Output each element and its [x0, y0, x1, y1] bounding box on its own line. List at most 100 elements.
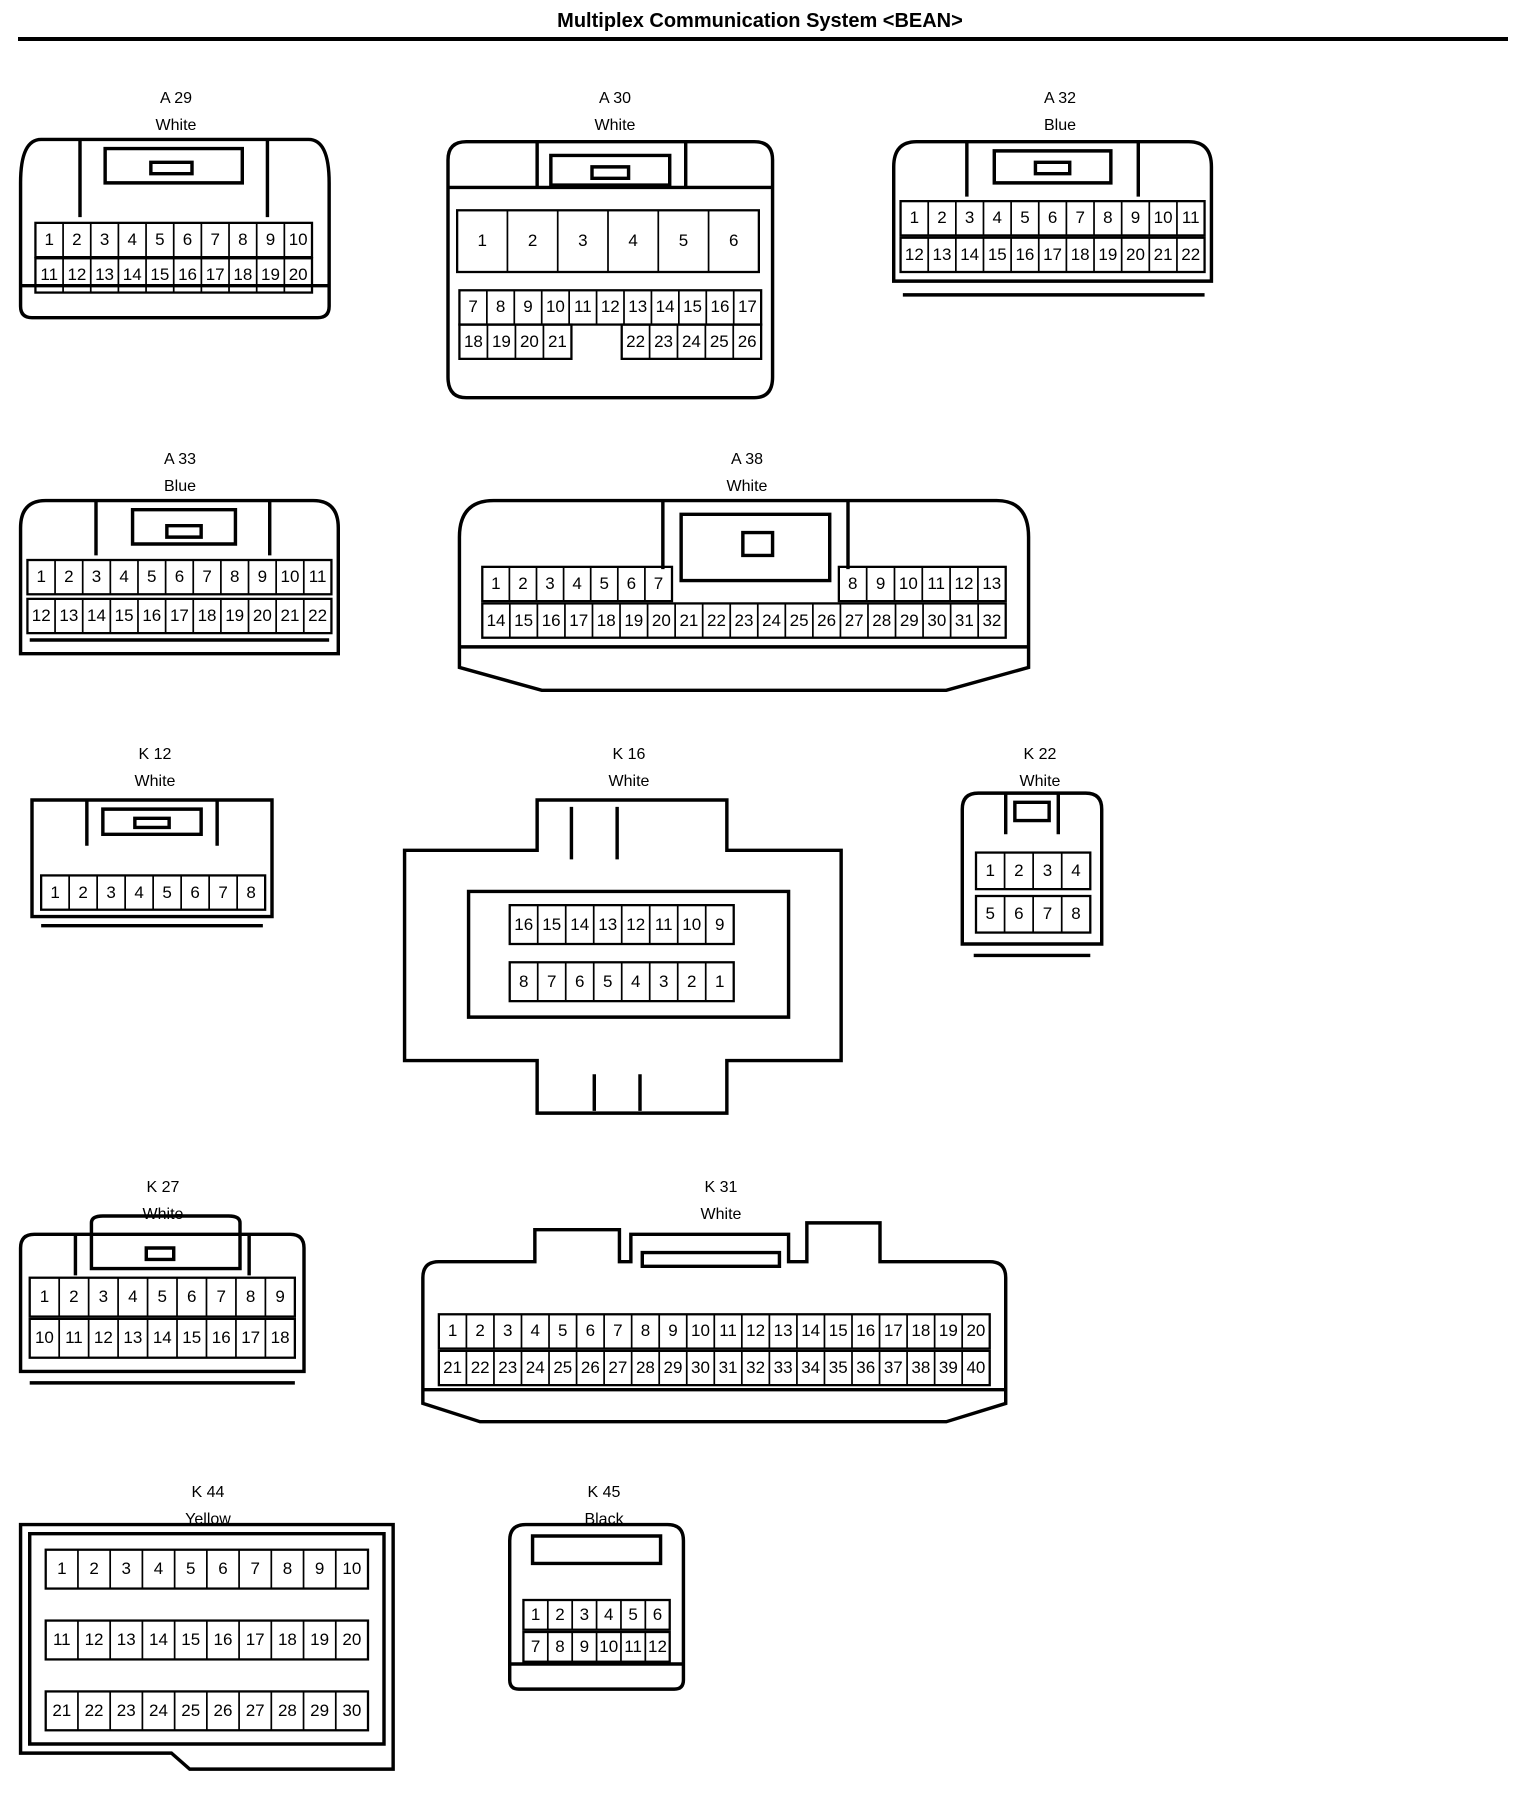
pin-number: 8 — [229, 567, 240, 587]
pin-number: 7 — [546, 971, 557, 991]
pin-number: 27 — [608, 1357, 628, 1377]
pin-number: 15 — [683, 297, 703, 317]
pin-number: 17 — [241, 1328, 261, 1348]
pin-number: 9 — [714, 914, 725, 934]
pin-number: 26 — [580, 1357, 600, 1377]
pin-number: 16 — [142, 605, 162, 625]
pin-number: 12 — [648, 1636, 667, 1656]
pin-row-frame — [28, 1317, 296, 1359]
pin-number: 11 — [52, 1629, 71, 1649]
pin-number: 6 — [626, 573, 637, 593]
pin-number: 27 — [245, 1700, 265, 1720]
pin-number: 7 — [1075, 208, 1085, 228]
pin-number: 3 — [579, 1604, 590, 1624]
pin-number: 5 — [602, 971, 613, 991]
pin-number: 9 — [275, 1287, 285, 1307]
pin-number: 19 — [491, 331, 511, 351]
pin-number: 14 — [960, 244, 980, 264]
pin-number: 2 — [89, 1559, 99, 1579]
pin-number: 15 — [181, 1629, 201, 1649]
pin-row-frame — [481, 565, 674, 603]
pin-number: 36 — [856, 1357, 876, 1377]
pin-number: 4 — [530, 1321, 540, 1341]
pin-number: 20 — [1126, 244, 1145, 264]
connector-housing — [457, 498, 1031, 692]
pin-number: 20 — [966, 1321, 986, 1341]
pin-number: 28 — [277, 1700, 297, 1720]
pin-number: 11 — [654, 914, 673, 934]
connector-id: K 45 — [587, 1484, 621, 1501]
pin-number: 14 — [122, 265, 142, 285]
connector-color: White — [700, 1206, 742, 1223]
pin-number: 10 — [545, 297, 565, 317]
title-divider — [18, 37, 1508, 41]
pin-number: 10 — [1153, 208, 1173, 228]
pin-number: 14 — [570, 914, 590, 934]
pin-number: 4 — [128, 1287, 138, 1307]
connector-id: A 33 — [163, 451, 197, 468]
pin-number: 3 — [964, 208, 975, 228]
pin-number: 4 — [153, 1559, 164, 1579]
pin-number: 12 — [93, 1328, 113, 1348]
pin-number: 14 — [87, 605, 106, 625]
pin-number: 15 — [828, 1321, 848, 1341]
pin-number: 10 — [898, 573, 918, 593]
pin-number: 11 — [308, 567, 327, 587]
pin-number: 16 — [1015, 244, 1035, 264]
pin-number: 21 — [1153, 244, 1173, 264]
connector-label: A 38 White — [682, 446, 812, 500]
pin-number: 6 — [574, 971, 585, 991]
pin-number: 15 — [514, 610, 534, 630]
pin-number: 1 — [57, 1559, 67, 1579]
pin-number: 4 — [1071, 860, 1081, 880]
pin-number: 1 — [50, 882, 60, 902]
pin-number: 22 — [1181, 244, 1201, 264]
pin-number: 1 — [530, 1604, 541, 1624]
pin-number: 3 — [578, 231, 588, 251]
pin-number: 1 — [447, 1321, 458, 1341]
pin-number: 7 — [653, 573, 664, 593]
pin-number: 37 — [883, 1357, 903, 1377]
pin-number: 18 — [197, 605, 217, 625]
pin-number: 16 — [211, 1328, 231, 1348]
pin-number: 11 — [927, 573, 945, 593]
pin-number: 10 — [682, 914, 702, 934]
pin-number: 6 — [585, 1321, 596, 1341]
pin-number: 17 — [883, 1321, 903, 1341]
connector-housing — [18, 137, 331, 320]
connector-label: A 32 Blue — [995, 85, 1125, 139]
pin-number: 18 — [1070, 244, 1090, 264]
pin-row-frame — [899, 200, 1206, 237]
connector-id: A 29 — [159, 90, 193, 107]
pin-number: 12 — [84, 1629, 104, 1649]
connector-housing — [18, 1522, 395, 1771]
pin-number: 17 — [205, 265, 225, 285]
pin-number: 16 — [710, 297, 730, 317]
pin-number: 2 — [1014, 860, 1024, 880]
pin-number: 9 — [875, 573, 886, 593]
connector-label: K 22 White — [975, 741, 1105, 795]
pin-number: 4 — [604, 1604, 614, 1624]
pin-number: 24 — [762, 610, 781, 630]
pin-number: 23 — [498, 1357, 518, 1377]
pin-number: 3 — [106, 882, 116, 902]
pin-row-frame — [26, 558, 333, 596]
pin-number: 1 — [39, 1287, 50, 1307]
pin-number: 9 — [314, 1559, 325, 1579]
pin-number: 19 — [225, 605, 245, 625]
pin-number: 8 — [640, 1321, 651, 1341]
connector-color: Blue — [163, 478, 197, 495]
pin-number: 18 — [911, 1321, 931, 1341]
pin-number: 3 — [545, 573, 555, 593]
pin-number: 19 — [938, 1321, 958, 1341]
pin-number: 13 — [628, 297, 648, 317]
pin-number: 2 — [555, 1604, 565, 1624]
pin-number: 34 — [801, 1357, 821, 1377]
pin-number: 2 — [64, 567, 74, 587]
pin-number: 10 — [288, 229, 308, 249]
